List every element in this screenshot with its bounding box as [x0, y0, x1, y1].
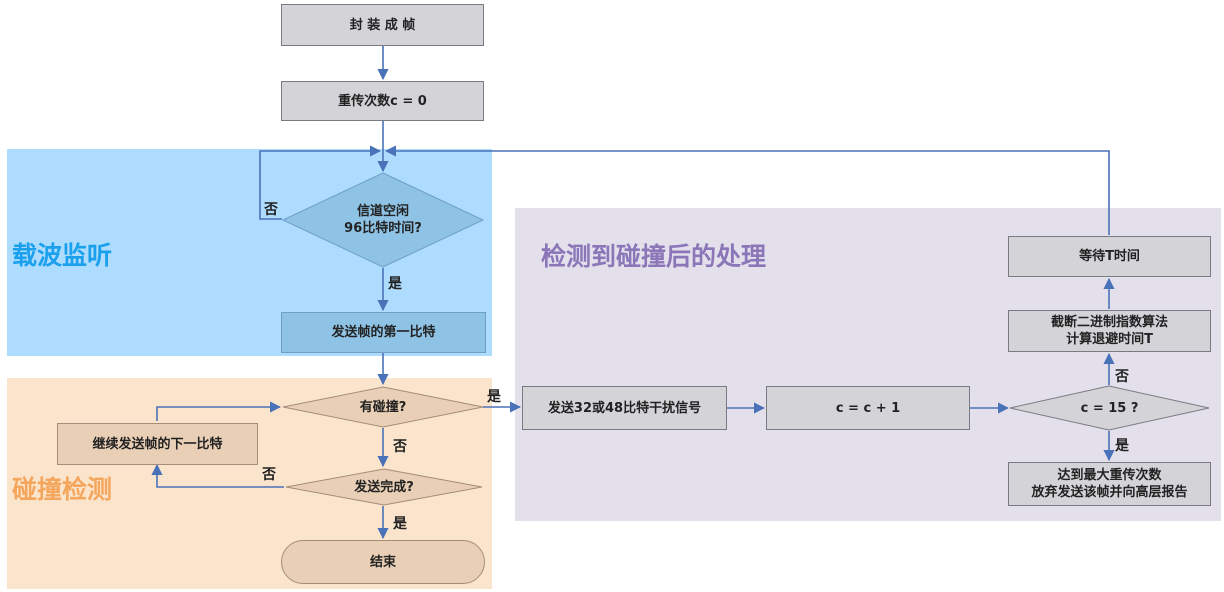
has-collision-label: 有碰撞? [359, 399, 407, 415]
increment-counter-box: c = c + 1 [766, 386, 970, 430]
channel-idle-line-1: 信道空闲 [356, 204, 409, 219]
send-next-bit-box: 继续发送帧的下一比特 [57, 423, 258, 465]
backoff-algorithm-box: 截断二进制指数算法 计算退避时间T [1008, 310, 1211, 352]
send-done-label: 发送完成? [354, 479, 414, 495]
backoff-line-2: 计算退避时间T [1066, 332, 1153, 347]
give-up-line-1: 达到最大重传次数 [1057, 468, 1162, 483]
send-first-bit-box: 发送帧的第一比特 [281, 312, 486, 353]
c15-no-label: 否 [1115, 369, 1129, 385]
send-jam-signal-box: 发送32或48比特干扰信号 [522, 386, 727, 430]
wait-backoff-box: 等待T时间 [1008, 236, 1211, 277]
collision-detect-title: 碰撞检测 [12, 475, 113, 504]
check-max-retry-label: c = 15 ? [1080, 400, 1139, 416]
backoff-line-1: 截断二进制指数算法 [1050, 315, 1168, 330]
init-retry-counter-box: 重传次数c = 0 [281, 81, 484, 121]
channel-idle-label: 信道空闲 96比特时间? [281, 172, 485, 268]
channel-idle-line-2: 96比特时间? [344, 221, 422, 236]
idle-yes-label: 是 [388, 276, 402, 292]
idle-no-label: 否 [264, 202, 278, 218]
collision-no-label: 否 [393, 439, 407, 455]
collision-yes-label: 是 [487, 389, 501, 405]
arrow-done-no [151, 463, 284, 488]
arrow-idle-no-loop [259, 145, 382, 220]
done-yes-label: 是 [393, 516, 407, 532]
encapsulate-frame-box: 封 装 成 帧 [281, 4, 484, 46]
give-up-box: 达到最大重传次数 放弃发送该帧并向高层报告 [1008, 462, 1211, 506]
arrow-continue-to-collision [156, 401, 282, 421]
arrow-wait-to-idle [384, 145, 1110, 235]
give-up-line-2: 放弃发送该帧并向高层报告 [1031, 485, 1188, 500]
c15-yes-label: 是 [1115, 438, 1129, 454]
done-no-label: 否 [262, 467, 276, 483]
carrier-sense-title: 载波监听 [12, 241, 113, 270]
end-terminal: 结束 [281, 540, 485, 584]
after-collision-title: 检测到碰撞后的处理 [541, 242, 767, 271]
